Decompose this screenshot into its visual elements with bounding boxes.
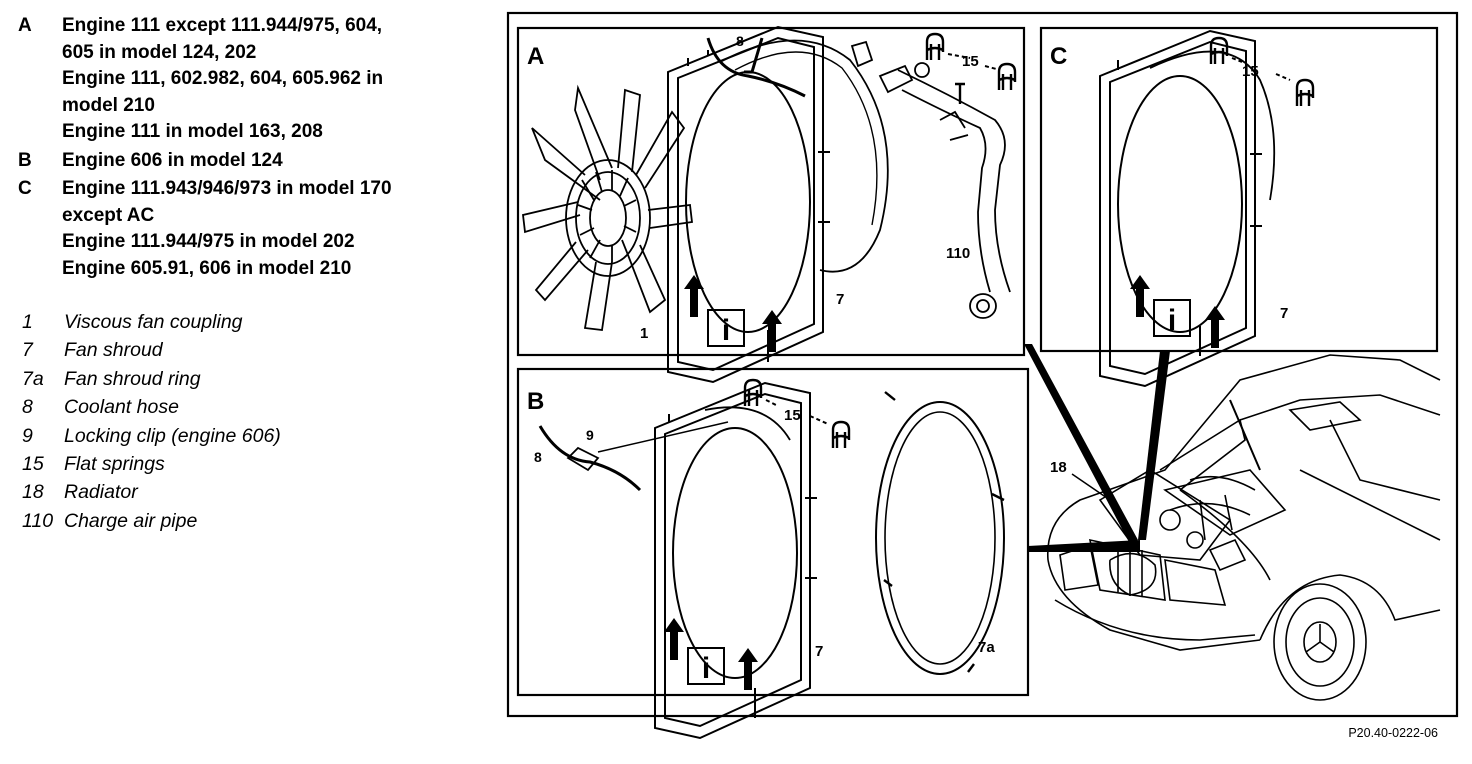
diagram-frame	[506, 11, 1459, 718]
panel-a-frame	[516, 26, 1026, 357]
up-arrow-icon	[1204, 305, 1226, 349]
nut-icon	[914, 62, 930, 78]
legend-item: 9 Locking clip (engine 606)	[22, 422, 462, 450]
charge-air-pipe	[878, 64, 1011, 319]
variant-line: Engine 111, 602.982, 604, 605.962 in	[62, 68, 384, 89]
clip-icon	[1295, 78, 1315, 108]
fan-shroud-ring	[875, 391, 1005, 675]
callout-15: 15	[784, 407, 801, 424]
viscous-fan	[522, 84, 693, 331]
coolant-hose-a	[706, 37, 806, 98]
variant-list: A Engine 111 except 111.944/975, 604, 60…	[18, 13, 488, 284]
legend-item: 110 Charge air pipe	[22, 507, 462, 535]
legend-number: 1	[22, 311, 33, 333]
legend-number: 7a	[22, 367, 44, 390]
up-arrow-icon	[683, 274, 705, 318]
info-icon: i	[722, 314, 730, 347]
legend-item: 18 Radiator	[22, 478, 462, 506]
fan-shroud-c	[1099, 30, 1262, 387]
legend-number: 15	[22, 453, 44, 476]
up-arrow-icon	[1129, 274, 1151, 318]
fan-shroud-b	[654, 382, 817, 739]
variant-line: Engine 111 in model 163, 208	[62, 121, 323, 142]
bolt-icon	[955, 82, 965, 104]
legend-item: 8 Coolant hose	[22, 393, 462, 421]
legend-label: Charge air pipe	[64, 509, 198, 532]
variant-line: Engine 605.91, 606 in model 210	[62, 257, 352, 279]
legend-label: Coolant hose	[64, 396, 179, 419]
variant-line: Engine 111.944/975 in model 202	[62, 231, 355, 252]
variant-line: Engine 111 except 111.944/975, 604,	[62, 15, 383, 36]
pointer-b	[1028, 540, 1140, 552]
panel-b-frame	[516, 367, 1030, 697]
variant-b: B Engine 606 in model 124	[18, 148, 488, 175]
legend-item: 7 Fan shroud	[22, 336, 462, 364]
figure-code: P20.40-0222-06	[1348, 726, 1438, 740]
variant-line: 605 in model 124, 202	[62, 41, 257, 63]
callout-7: 7	[1280, 305, 1288, 322]
leader-18	[1071, 473, 1111, 501]
callout-8: 8	[736, 33, 744, 49]
panel-c-frame	[1039, 26, 1439, 353]
info-icon-box	[687, 647, 725, 685]
parts-legend: 1 Viscous fan coupling 7 Fan shroud 7a Fan …	[22, 308, 462, 535]
callout-15: 15	[962, 53, 979, 70]
variant-key: A	[18, 15, 32, 36]
legend-label: Radiator	[64, 481, 138, 504]
legend-number: 8	[22, 396, 33, 419]
legend-item: 7a Fan shroud ring	[22, 365, 462, 393]
panel-b: B 9 8 15 7a 7 i	[516, 367, 1030, 739]
panel-c: C 15 7 i	[1039, 26, 1439, 387]
panel-letter: B	[527, 388, 544, 415]
panel-letter: C	[1050, 43, 1067, 70]
callout-8: 8	[534, 449, 542, 465]
info-icon-box	[707, 309, 745, 347]
legend-number: 9	[22, 424, 33, 447]
variant-line: Engine 111.943/946/973 in model 170	[62, 178, 392, 199]
up-arrow-icon	[663, 617, 685, 661]
legend-label: Flat springs	[64, 453, 165, 476]
variant-key: B	[18, 149, 32, 171]
callout-18: 18	[1050, 459, 1067, 476]
legend-label: Fan shroud ring	[64, 367, 201, 390]
pointer-a	[1024, 344, 1138, 544]
info-icon-box	[1153, 299, 1191, 337]
callout-7a: 7a	[978, 639, 995, 656]
legend-label: Locking clip (engine 606)	[64, 424, 281, 447]
legend-item: 15 Flat springs	[22, 450, 462, 478]
legend-number: 110	[22, 509, 54, 532]
pointer-c	[1138, 351, 1170, 540]
coolant-hose-b	[538, 425, 642, 492]
info-icon: i	[702, 652, 710, 685]
clip-icon	[925, 32, 945, 62]
fan-shroud-a	[667, 26, 830, 383]
up-arrow-icon	[737, 647, 759, 691]
callout-9: 9	[586, 427, 594, 443]
clip-icon	[997, 62, 1017, 92]
legend-label: Viscous fan coupling	[64, 311, 243, 333]
panel-letter: A	[527, 43, 544, 70]
car-illustration	[1047, 354, 1441, 701]
callout-15: 15	[1242, 63, 1259, 80]
info-icon: i	[1168, 304, 1176, 337]
callout-110: 110	[946, 245, 970, 262]
fan-ring-a	[719, 39, 889, 273]
clip-icon	[831, 420, 851, 450]
variant-line: model 210	[62, 94, 155, 116]
legend-number: 7	[22, 339, 33, 362]
variant-c: C Engine 111.943/946/973 in model 170 ex…	[18, 176, 488, 282]
callout-1: 1	[640, 325, 648, 342]
legend-label: Fan shroud	[64, 339, 163, 362]
variant-line: except AC	[62, 204, 155, 226]
clamp-icon	[850, 40, 874, 68]
variant-line: Engine 606 in model 124	[62, 149, 283, 171]
panel-a: A 1 8	[516, 26, 1026, 383]
legend-number: 18	[22, 481, 44, 504]
variant-a: A Engine 111 except 111.944/975, 604, 60…	[18, 13, 488, 146]
callout-7: 7	[815, 643, 823, 660]
variant-key: C	[18, 178, 32, 199]
legend-item: 1 Viscous fan coupling	[22, 308, 462, 336]
callout-7: 7	[836, 291, 844, 308]
